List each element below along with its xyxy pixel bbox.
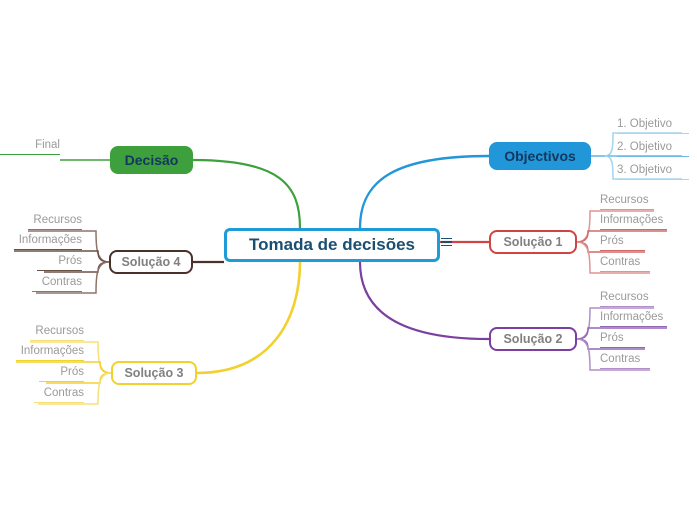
edge-central-objectivos [358,154,490,229]
edge-central-solucao2 [358,261,490,341]
node-objectivos-label: Objectivos [504,148,576,164]
leaf-solucao2-2[interactable]: Informações [600,311,667,327]
leaf-label: Recursos [600,194,649,206]
leaf-solucao1-4[interactable]: Contras [600,256,650,272]
leaf-label: 2. Objetivo [617,141,672,153]
node-decisao[interactable]: Decisão [110,146,193,174]
leaf-solucao4-4[interactable]: Contras [32,276,82,292]
leaf-solucao3-1[interactable]: Recursos [30,325,84,341]
leaf-decisao-final[interactable]: Final [0,139,60,155]
leaf-label: Recursos [35,325,84,337]
leaf-label: Prós [58,255,82,267]
leaf-solucao1-2[interactable]: Informações [600,214,667,230]
leaf-objectivos-2[interactable]: 2. Objetivo [617,141,689,157]
node-solucao2[interactable]: Solução 2 [489,327,577,351]
leaf-label: Recursos [33,214,82,226]
leaf-solucao3-2[interactable]: Informações [16,345,84,361]
node-objectivos[interactable]: Objectivos [489,142,591,170]
node-solucao4[interactable]: Solução 4 [109,250,193,274]
leaf-solucao2-1[interactable]: Recursos [600,291,654,307]
edge-central-decisao [192,158,302,229]
node-solucao4-label: Solução 4 [121,255,181,269]
leaf-solucao1-3[interactable]: Prós [600,235,645,251]
leaf-objectivos-1[interactable]: 1. Objetivo [617,118,689,134]
leaf-label: Informações [18,234,82,246]
edge-central-solucao3 [196,261,302,375]
node-solucao3[interactable]: Solução 3 [111,361,197,385]
leaf-label: Contras [600,353,641,365]
leaf-label: Prós [60,366,84,378]
leaf-solucao4-1[interactable]: Recursos [28,214,82,230]
node-solucao1-label: Solução 1 [503,235,563,249]
leaf-objectivos-3[interactable]: 3. Objetivo [617,164,689,180]
leaf-label: Contras [600,256,641,268]
leaf-label: 3. Objetivo [617,164,672,176]
central-node-label: Tomada de decisões [249,235,415,254]
leaf-label: Final [35,139,60,151]
central-node[interactable]: Tomada de decisões [224,228,440,262]
node-solucao2-label: Solução 2 [503,332,563,346]
node-solucao1[interactable]: Solução 1 [489,230,577,254]
leaf-solucao4-3[interactable]: Prós [37,255,82,271]
leaf-label: Recursos [600,291,649,303]
leaf-label: Informações [600,311,664,323]
leaf-solucao3-4[interactable]: Contras [34,387,84,403]
hamburger-icon[interactable] [441,236,452,248]
node-decisao-label: Decisão [124,152,179,168]
leaf-solucao2-4[interactable]: Contras [600,353,650,369]
leaf-solucao1-1[interactable]: Recursos [600,194,654,210]
leaf-solucao4-2[interactable]: Informações [14,234,82,250]
leaf-solucao2-3[interactable]: Prós [600,332,645,348]
leaf-label: 1. Objetivo [617,118,672,130]
leaf-label: Contras [43,387,84,399]
leaf-label: Prós [600,235,624,247]
leaf-label: Informações [20,345,84,357]
leaf-label: Prós [600,332,624,344]
leaf-label: Contras [41,276,82,288]
leaf-label: Informações [600,214,664,226]
node-solucao3-label: Solução 3 [124,366,184,380]
leaf-solucao3-3[interactable]: Prós [39,366,84,382]
